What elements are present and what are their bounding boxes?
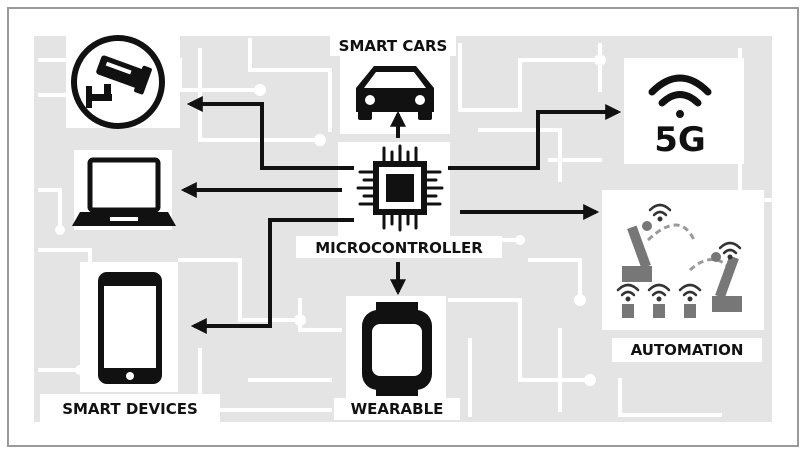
label-microcontroller: MICROCONTROLLER <box>315 239 483 257</box>
circuit-traces <box>38 38 772 417</box>
car-icon <box>356 66 434 120</box>
wifi-icon <box>648 74 712 118</box>
smartphone-icon <box>98 272 162 384</box>
label-wearable: WEARABLE <box>351 400 444 418</box>
label-smart-cars: SMART CARS <box>339 37 448 55</box>
microchip-icon <box>356 144 444 232</box>
smartwatch-icon <box>362 302 432 396</box>
label-automation: AUTOMATION <box>631 341 744 359</box>
label-smart-devices: SMART DEVICES <box>62 400 198 418</box>
label-5g: 5G <box>654 120 706 160</box>
security-camera-icon <box>71 35 165 129</box>
connector-arrows <box>180 96 622 334</box>
circuit-pads <box>55 54 606 386</box>
laptop-icon <box>72 157 176 226</box>
robot-arm-icon <box>616 203 742 318</box>
